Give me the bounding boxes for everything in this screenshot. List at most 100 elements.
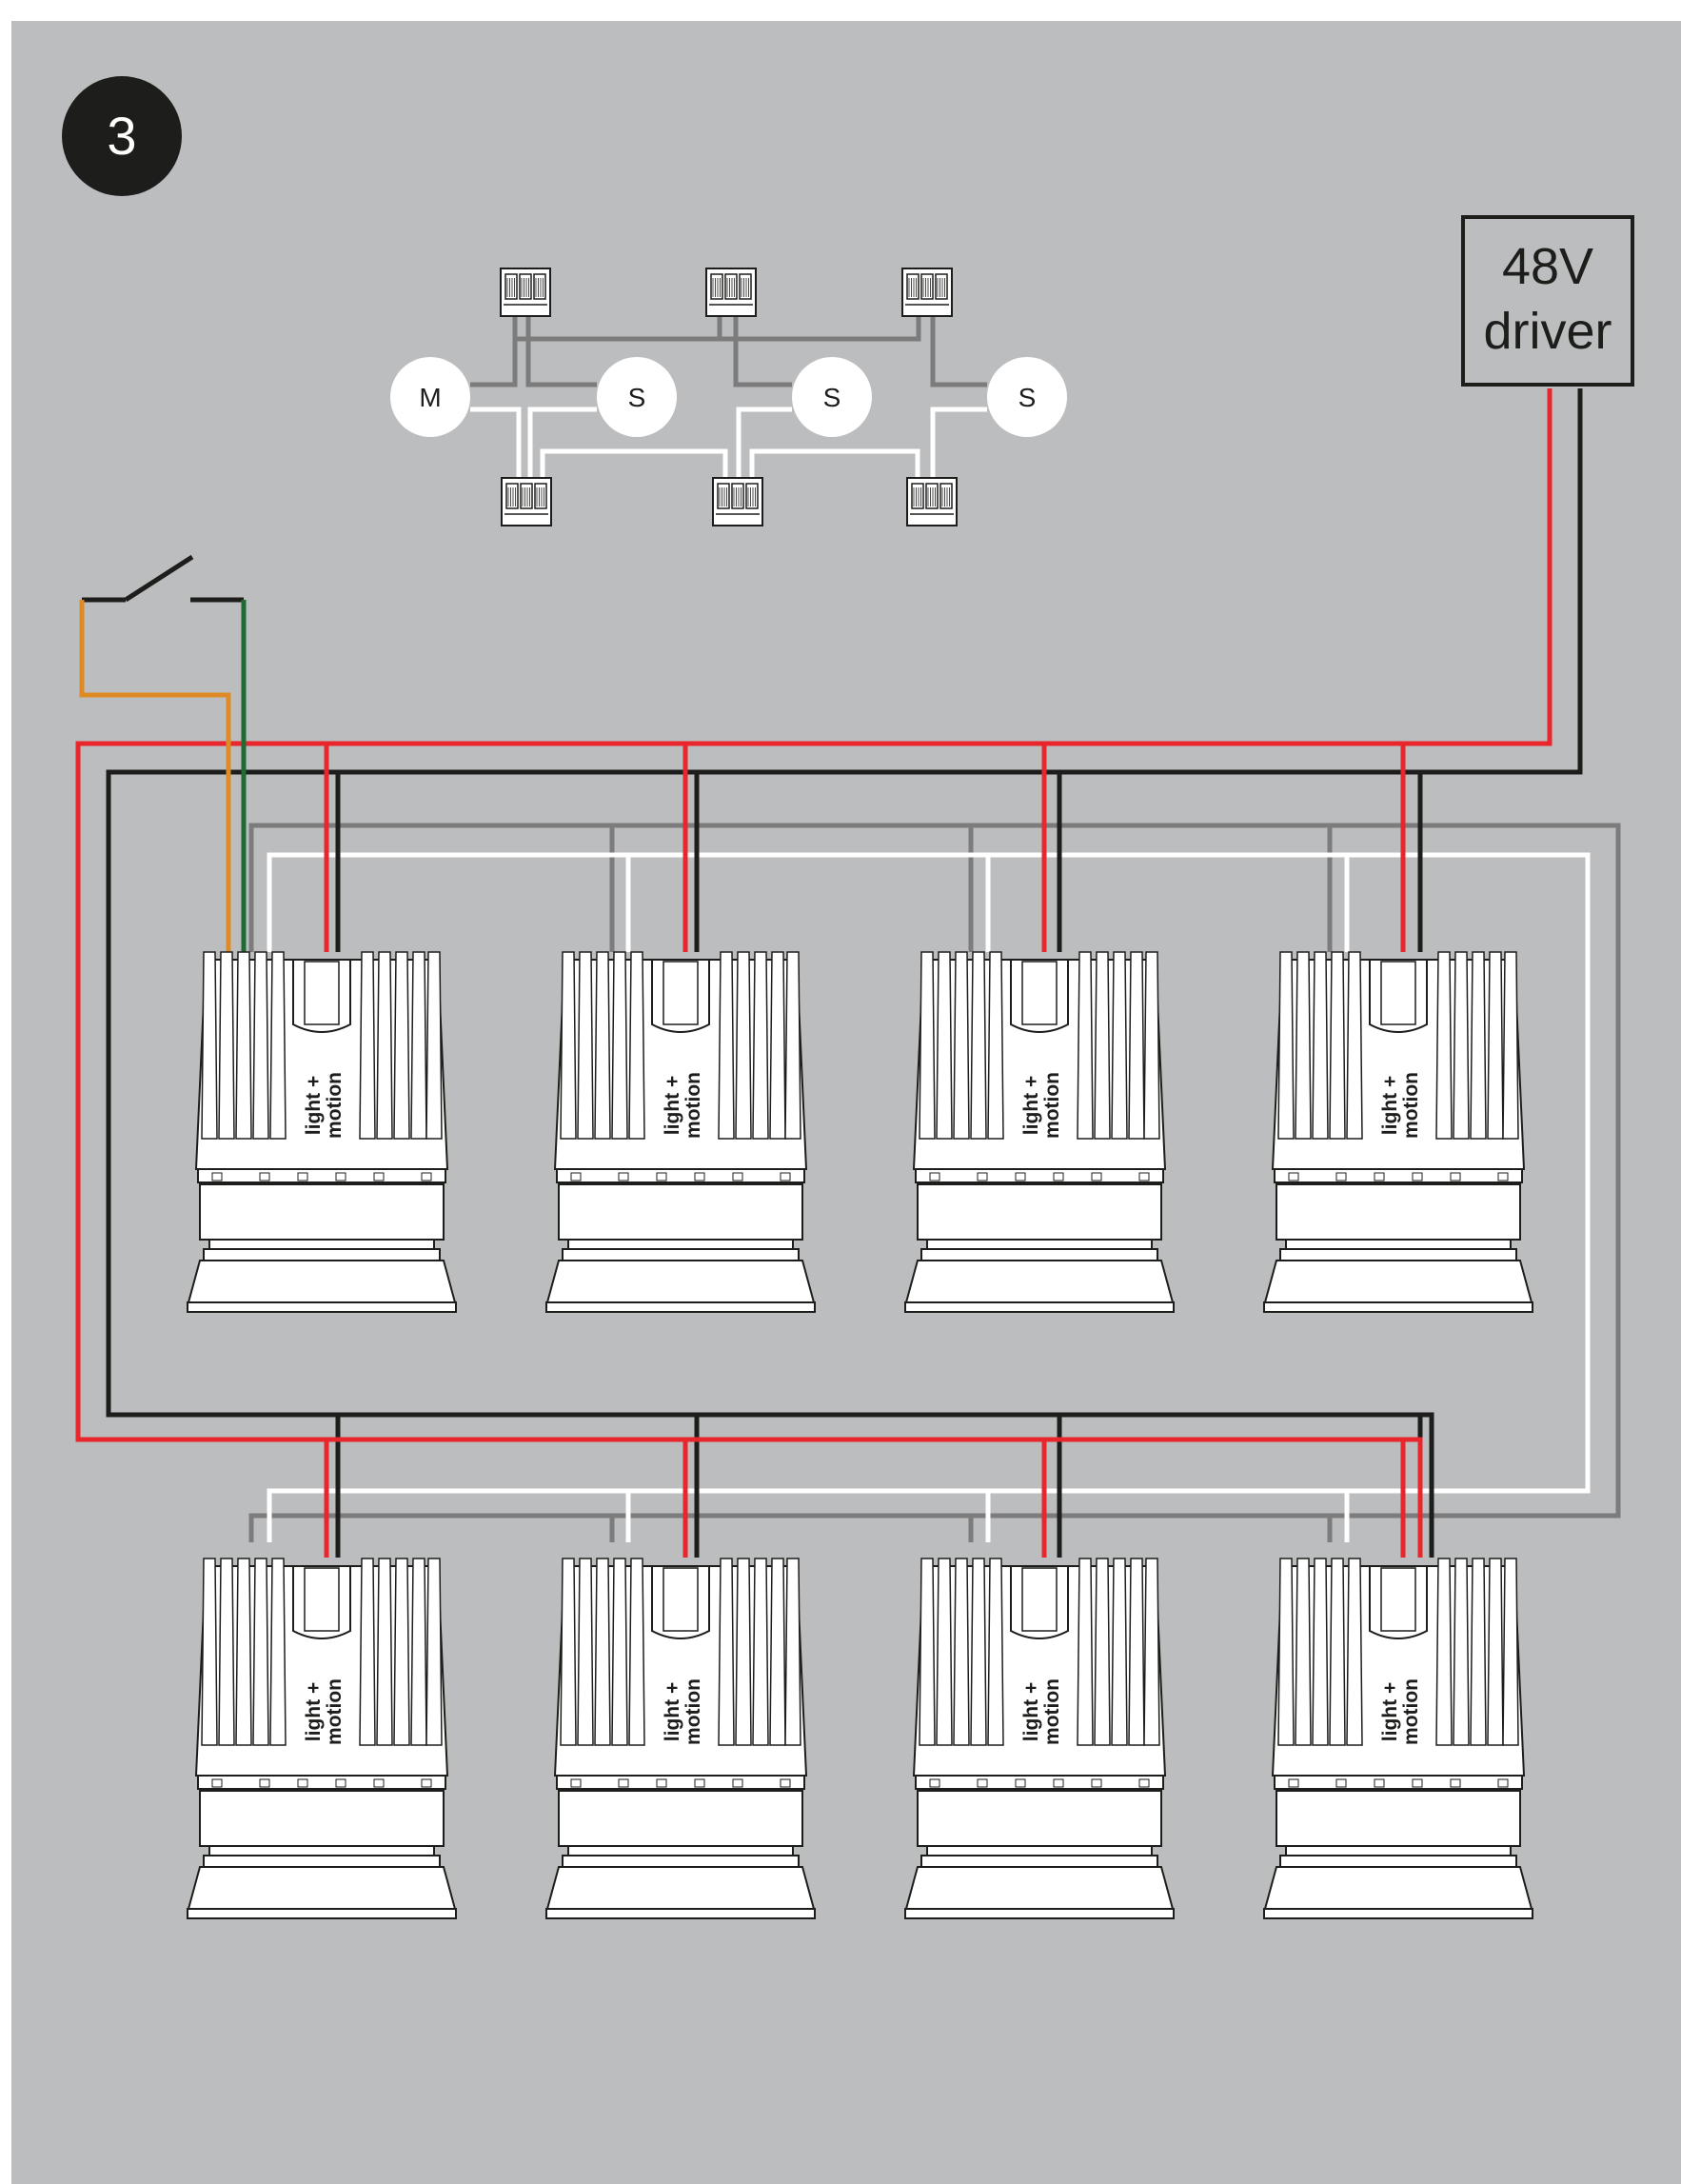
- light-fixture: light +motion: [545, 951, 816, 1313]
- fixture-fin: [594, 951, 611, 1140]
- fixture-clip: [335, 1172, 346, 1181]
- fixture-brand-line1: light +: [1379, 1076, 1401, 1135]
- fixture-fin: [1470, 1558, 1487, 1746]
- connector-lever: [505, 483, 519, 509]
- fixture-fin: [769, 1558, 786, 1746]
- fixture-clip: [1015, 1172, 1026, 1181]
- fixture-brand-line1: light +: [1020, 1076, 1042, 1135]
- fixture-label-area: [287, 1043, 356, 1148]
- fixture-brand-line2: motion: [1400, 1678, 1422, 1745]
- topology-white-wire: [540, 448, 728, 481]
- fixture-fin: [1094, 1558, 1111, 1746]
- fixture-slot-inner: [304, 1567, 340, 1632]
- connector-lever: [920, 273, 934, 300]
- fixture-fin: [1077, 951, 1094, 1140]
- negative-bus: [106, 388, 1583, 1558]
- fixture-brand-line1: light +: [1379, 1682, 1401, 1741]
- fixture-label-area: [1364, 1043, 1433, 1148]
- fixture-fin: [252, 1558, 269, 1746]
- fixture-ring: [562, 1855, 800, 1868]
- fixture-collar: [197, 1168, 446, 1183]
- connector-lever: [935, 273, 948, 300]
- light-fixture: light +motion: [904, 951, 1175, 1313]
- slave-node-circle: [597, 357, 677, 437]
- fixture-clip: [618, 1778, 629, 1788]
- fixture-fin: [1487, 951, 1504, 1140]
- fixture-label-area: [646, 1043, 715, 1148]
- topology-wires: [470, 314, 987, 481]
- fixture-clip: [694, 1172, 705, 1181]
- fixture-fin: [560, 1558, 577, 1746]
- master-node-circle: [390, 357, 470, 437]
- slave-node: S: [597, 357, 677, 437]
- connector-lever: [519, 273, 532, 300]
- fixture-fin: [1470, 951, 1487, 1140]
- fixture-fin: [1435, 1558, 1453, 1746]
- slave-node: S: [987, 357, 1067, 437]
- fixture-fin: [560, 951, 577, 1140]
- fixture-label-area: [1364, 1650, 1433, 1755]
- wago-connector: [901, 268, 953, 317]
- fixture-brand-line1: light +: [303, 1682, 325, 1741]
- connector-lever: [906, 273, 920, 300]
- fixture-ring: [203, 1248, 441, 1261]
- fixture-brand-line2: motion: [682, 1072, 704, 1139]
- fixture-ring: [1279, 1855, 1517, 1868]
- fixture-slot-inner: [1021, 1567, 1058, 1632]
- fixture-fin: [1295, 1558, 1312, 1746]
- switch-lever: [124, 554, 194, 603]
- fixture-brand-label: light +motion: [303, 1678, 346, 1745]
- fixture-slot: [1369, 1566, 1428, 1639]
- fixture-fin: [987, 1558, 1004, 1746]
- fixture-clip: [1412, 1778, 1423, 1788]
- fixture-brand-label: light +motion: [1379, 1678, 1422, 1745]
- fixture-fin: [425, 951, 443, 1140]
- fixture-fin: [1346, 1558, 1363, 1746]
- fixture-fin: [1453, 951, 1470, 1140]
- fixture-fin: [577, 951, 594, 1140]
- fixture-clip: [977, 1172, 988, 1181]
- fixture-ring: [567, 1845, 794, 1856]
- fixture-slot: [1010, 960, 1069, 1033]
- positive-bus: [75, 388, 1552, 1558]
- topology-grey-wire: [930, 314, 987, 387]
- fixture-clip: [977, 1778, 988, 1788]
- fixture-clip: [1412, 1172, 1423, 1181]
- fixture-fin: [235, 1558, 252, 1746]
- fixture-slot: [292, 960, 351, 1033]
- fixture-flange: [187, 1908, 457, 1919]
- fixture-fin: [594, 1558, 611, 1746]
- control-bus-grey: [248, 823, 1621, 1542]
- fixture-fin: [425, 1558, 443, 1746]
- fixture-label-area: [287, 1650, 356, 1755]
- fixture-label-area: [1005, 1650, 1074, 1755]
- fixture-clip: [211, 1172, 223, 1181]
- fixture-fin: [1312, 951, 1329, 1140]
- fixture-slot: [292, 1566, 351, 1639]
- connector-lever: [731, 483, 744, 509]
- control-bus-white: [267, 852, 1591, 1542]
- fixture-clip: [1288, 1172, 1299, 1181]
- fixture-clip: [1015, 1778, 1026, 1788]
- master-node: M: [390, 357, 470, 437]
- connector-lever: [745, 483, 759, 509]
- driver-box: 48V driver: [1461, 215, 1634, 387]
- fixture-ring: [1285, 1845, 1512, 1856]
- fixture-flange: [904, 1908, 1175, 1919]
- fixture-fin: [410, 951, 427, 1140]
- fixture-fin: [970, 951, 987, 1140]
- fixture-clip: [1374, 1778, 1385, 1788]
- fixture-ring: [562, 1248, 800, 1261]
- topology-white-wire: [749, 448, 920, 481]
- driver-voltage-label: 48V: [1502, 238, 1593, 295]
- slave-node-label: S: [628, 383, 646, 412]
- light-fixture: light +motion: [187, 951, 457, 1313]
- fixture-fin: [1487, 1558, 1504, 1746]
- wago-connector: [501, 477, 552, 526]
- connector-lever: [534, 483, 547, 509]
- fixture-clip: [929, 1172, 940, 1181]
- fixture-slot-inner: [1021, 961, 1058, 1025]
- connector-lever: [717, 483, 730, 509]
- fixture-fin: [953, 951, 970, 1140]
